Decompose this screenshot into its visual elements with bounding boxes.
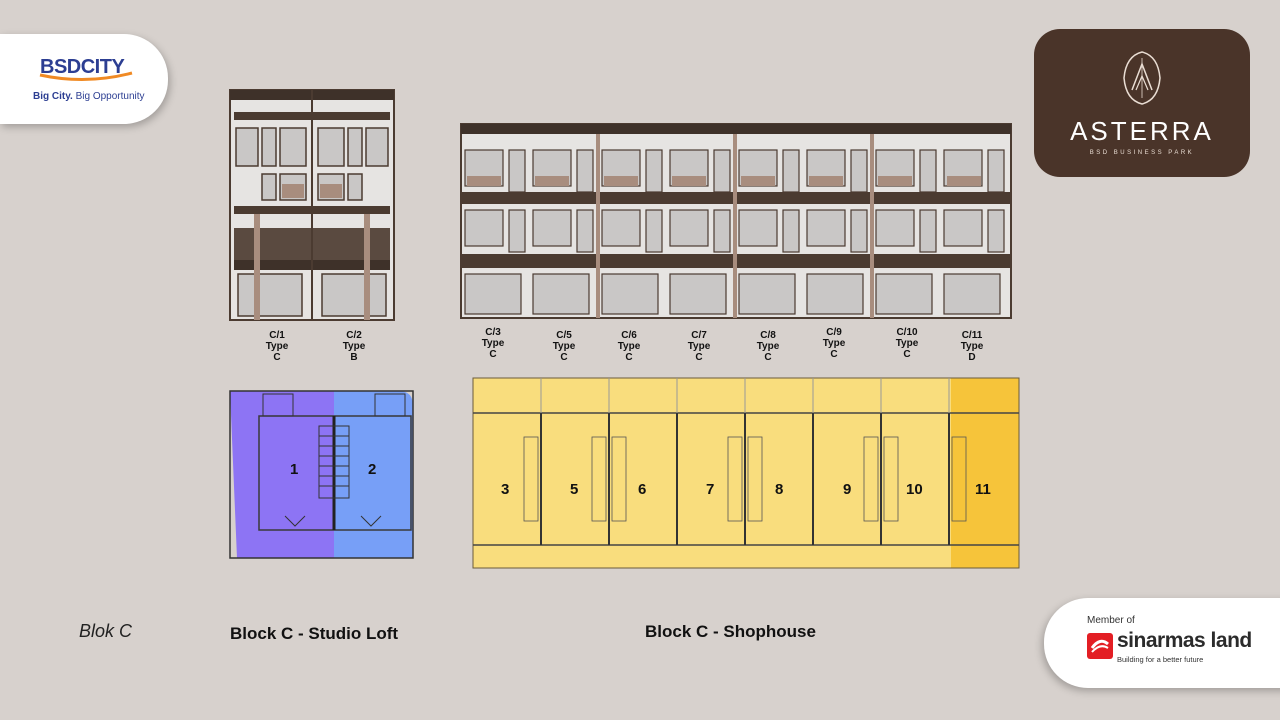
unit-label-c1: C/1 Type C [252,330,302,363]
asterra-emblem-icon [1123,51,1161,105]
sinarmas-logo-icon [1087,633,1113,659]
sinarmas-badge [1044,598,1280,688]
unit-type: Type [342,341,366,352]
unit-code: C/10 [896,327,918,338]
sinarmas-tagline: Building for a better future [1117,655,1204,664]
bsd-city-logo: BSDCITY [40,56,125,78]
unit-type: Type [895,338,919,349]
member-of-label: Member of [1087,615,1135,626]
asterra-name: ASTERRA [1070,116,1214,146]
unit-variant: C [695,352,703,363]
bsd-city-tagline: Big City. Big Opportunity [33,91,145,102]
plan-number-2: 2 [368,461,377,478]
unit-variant: B [350,352,358,363]
unit-type: Type [617,341,641,352]
unit-code: C/7 [691,330,707,341]
unit-code: C/11 [961,330,983,341]
plan-number-3: 3 [501,481,510,498]
unit-label-c10: C/10 Type C [882,327,932,360]
unit-type: Type [822,338,846,349]
unit-variant: C [560,352,568,363]
unit-label-c8: C/8 Type C [743,330,793,363]
shophouse-facade [460,123,1012,319]
unit-variant: D [968,352,976,363]
unit-variant: C [764,352,772,363]
unit-code: C/1 [269,330,285,341]
studio-loft-facade [229,89,395,321]
unit-variant: C [903,349,911,360]
unit-type: Type [687,341,711,352]
unit-code: C/2 [346,330,362,341]
unit-variant: C [489,349,497,360]
bsd-tagline-bold: Big City. [33,91,73,102]
sinarmas-name: sinarmas land [1117,629,1252,652]
bsd-tagline-rest: Big Opportunity [72,91,145,102]
unit-code: C/6 [621,330,637,341]
plan-number-7: 7 [706,481,715,498]
plan-number-5: 5 [570,481,579,498]
unit-variant: C [273,352,281,363]
unit-code: C/5 [556,330,572,341]
studio-loft-floor-plan [229,390,414,559]
shophouse-floor-plan [472,377,1020,569]
unit-code: C/9 [826,327,842,338]
asterra-subtitle: BSD BUSINESS PARK [1089,150,1195,156]
unit-type: Type [481,338,505,349]
unit-label-c5: C/5 Type C [539,330,589,363]
unit-label-c11: C/11 Type D [947,330,997,363]
plan-number-8: 8 [775,481,784,498]
plan-number-6: 6 [638,481,647,498]
unit-label-c7: C/7 Type C [674,330,724,363]
asterra-logo-badge [1034,29,1250,177]
plan-number-10: 10 [906,481,923,498]
bsd-swoosh-icon [39,71,133,81]
plan-number-11: 11 [975,481,991,498]
unit-type: Type [960,341,984,352]
unit-label-c2: C/2 Type B [329,330,379,363]
unit-label-c9: C/9 Type C [809,327,859,360]
unit-variant: C [625,352,633,363]
unit-code: C/8 [760,330,776,341]
unit-type: Type [756,341,780,352]
studio-loft-caption: Block C - Studio Loft [230,624,399,643]
plan-number-9: 9 [843,481,852,498]
blok-label: Blok C [79,621,133,641]
plan-number-1: 1 [290,461,299,478]
unit-code: C/3 [485,327,501,338]
shophouse-caption: Block C - Shophouse [645,622,816,641]
unit-label-c3: C/3 Type C [468,327,518,360]
unit-label-c6: C/6 Type C [604,330,654,363]
unit-type: Type [552,341,576,352]
unit-type: Type [265,341,289,352]
unit-variant: C [830,349,838,360]
